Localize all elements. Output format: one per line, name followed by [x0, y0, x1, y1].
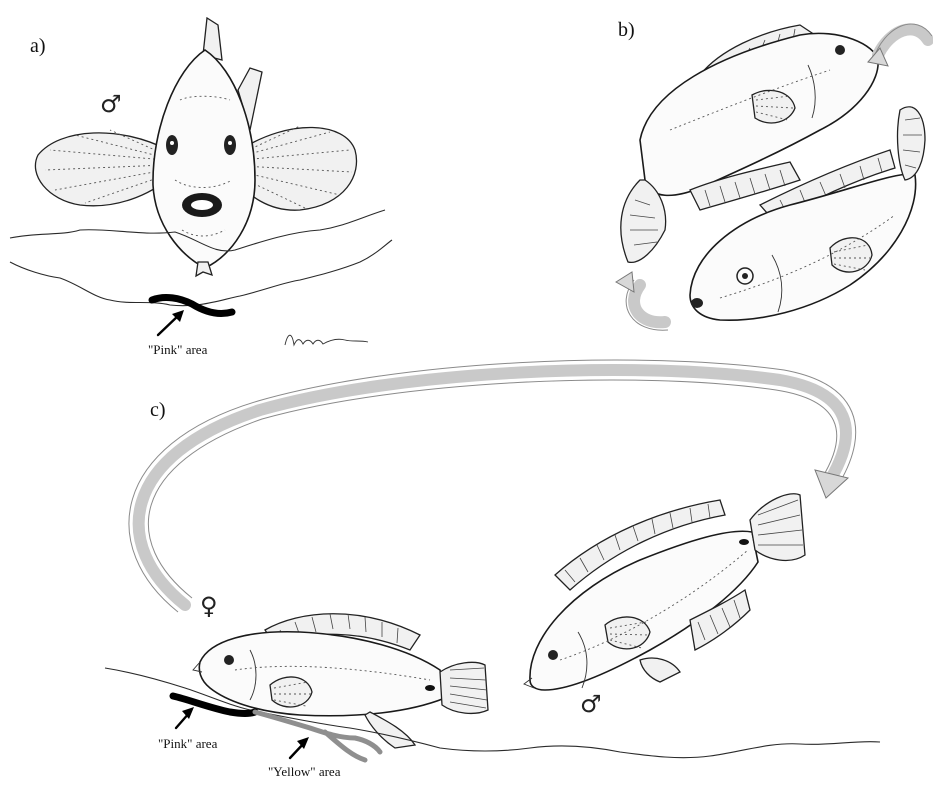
- panel-c-female-symbol: ♀: [200, 592, 218, 620]
- fish-body-front: [153, 50, 255, 268]
- panel-b-label: b): [618, 19, 635, 41]
- panel-a-front-fish: [35, 18, 356, 276]
- upper-fish-eye: [835, 45, 845, 55]
- panel-b-lower-rotation-arrow: [634, 285, 665, 322]
- panel-c-female-fish: [193, 614, 488, 748]
- panel-a-label: a): [30, 35, 46, 57]
- panel-b-upper-rotation-arrow: [878, 29, 928, 55]
- panel-a-male-symbol: ♂: [100, 90, 122, 118]
- panel-c: c) ♀ ♂: [105, 360, 880, 779]
- lower-fish-mouth: [691, 298, 703, 308]
- male-eye: [548, 650, 558, 660]
- panel-c-yellow-area: [255, 712, 380, 760]
- panel-a-pink-area: [152, 297, 232, 313]
- panel-a: a) ♂: [10, 18, 392, 357]
- male-tail-spot: [739, 539, 749, 545]
- panel-c-yellow-label: "Yellow" area: [268, 764, 341, 779]
- panel-a-pink-label: "Pink" area: [148, 342, 208, 357]
- lower-fish-tail: [898, 107, 925, 180]
- panel-c-male-fish: [524, 494, 805, 690]
- panel-b: b): [616, 19, 932, 330]
- left-pectoral-fin: [35, 133, 170, 206]
- panel-c-label: c): [150, 399, 166, 421]
- female-eye: [224, 655, 234, 665]
- panel-c-male-symbol: ♂: [580, 690, 602, 718]
- panel-c-pink-label: "Pink" area: [158, 736, 218, 751]
- panel-c-path-arrowhead: [815, 470, 848, 498]
- male-pelvic-fin: [640, 658, 680, 682]
- female-pectoral-fin: [270, 677, 312, 707]
- artist-signature: [285, 335, 368, 345]
- male-tail: [750, 494, 805, 561]
- female-tail-spot: [425, 685, 435, 691]
